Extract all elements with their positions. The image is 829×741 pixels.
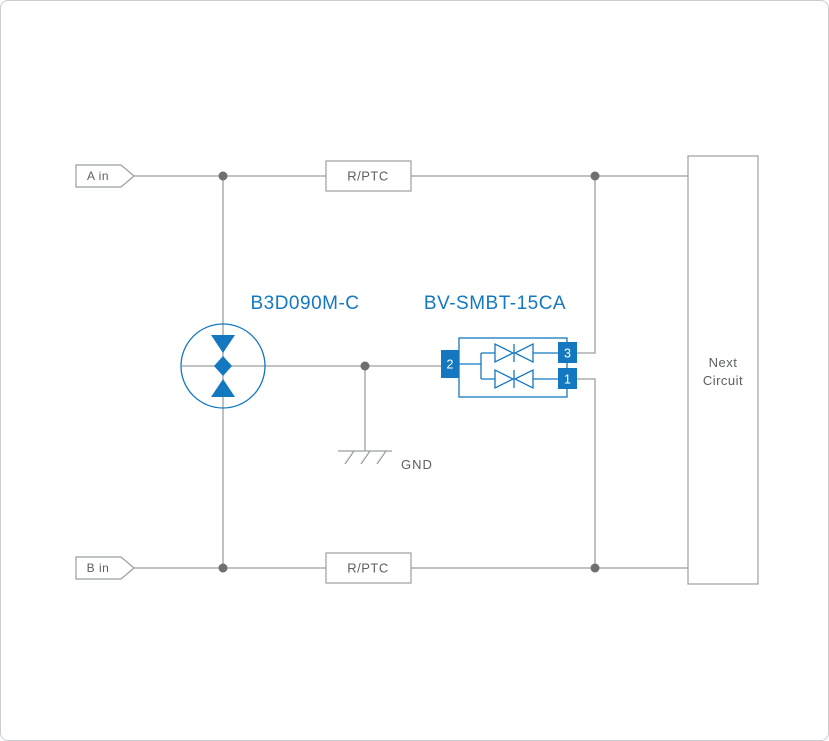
ground-hatch-2 xyxy=(360,450,371,465)
fuse-bottom-box xyxy=(325,552,412,584)
input-a-shape xyxy=(75,164,135,188)
ground-symbol: GND xyxy=(338,450,433,472)
wire-right-bottom xyxy=(577,378,596,568)
fuse-bottom: R/PTC xyxy=(325,552,412,584)
input-b-tag: B in xyxy=(75,556,135,580)
tvs-diode-top-right-triangle xyxy=(513,342,534,364)
input-a-label: A in xyxy=(87,169,109,183)
tvs-diode-bottom-left-triangle xyxy=(494,368,515,390)
input-b-label: B in xyxy=(87,561,110,575)
junction-dot-ground xyxy=(360,361,370,371)
junction-dot-bottom-right xyxy=(590,563,600,573)
tvs-component: 2 3 1 xyxy=(441,337,577,398)
gdt-component xyxy=(180,323,266,409)
tvs-pin-1-label: 1 xyxy=(564,373,571,387)
ground-label: GND xyxy=(401,457,433,472)
tvs-pin-3-label: 3 xyxy=(564,347,571,361)
tvs-diode-bottom-right-triangle xyxy=(513,368,534,390)
junction-dot-bottom-left xyxy=(218,563,228,573)
junction-dot-top-left xyxy=(218,171,228,181)
ground-hatch-3 xyxy=(376,450,387,465)
wire-right-top xyxy=(577,176,596,354)
fuse-bottom-label: R/PTC xyxy=(347,561,389,576)
tvs-diode-bottom-icon xyxy=(494,368,534,390)
next-circuit-label-1: Next xyxy=(709,355,738,370)
gdt-arrow-up-icon xyxy=(211,379,235,397)
next-circuit-label-2: Circuit xyxy=(703,373,743,388)
ground-hatch-1 xyxy=(344,450,355,465)
gdt-arrow-down-icon xyxy=(211,335,235,353)
next-circuit: Next Circuit xyxy=(687,155,759,585)
fuse-top-label: R/PTC xyxy=(347,169,389,184)
input-a-tag: A in xyxy=(75,164,135,188)
tvs-diode-top-icon xyxy=(494,342,534,364)
tvs-pin-2 xyxy=(441,350,459,378)
tvs-body xyxy=(458,337,568,398)
tvs-pin-3 xyxy=(558,342,577,363)
junction-dot-top-right xyxy=(590,171,600,181)
gdt-circle xyxy=(180,323,266,409)
tvs-pin-1 xyxy=(558,368,577,389)
gdt-part-number: B3D090M-C xyxy=(250,293,359,314)
tvs-pin-2-label: 2 xyxy=(447,358,454,372)
tvs-part-number: BV-SMBT-15CA xyxy=(424,293,566,314)
next-circuit-box xyxy=(687,155,759,585)
gdt-diamond-icon xyxy=(214,356,232,376)
tvs-diode-top-left-triangle xyxy=(494,342,515,364)
input-b-shape xyxy=(75,556,135,580)
fuse-top-box xyxy=(325,160,412,192)
fuse-top: R/PTC xyxy=(325,160,412,192)
